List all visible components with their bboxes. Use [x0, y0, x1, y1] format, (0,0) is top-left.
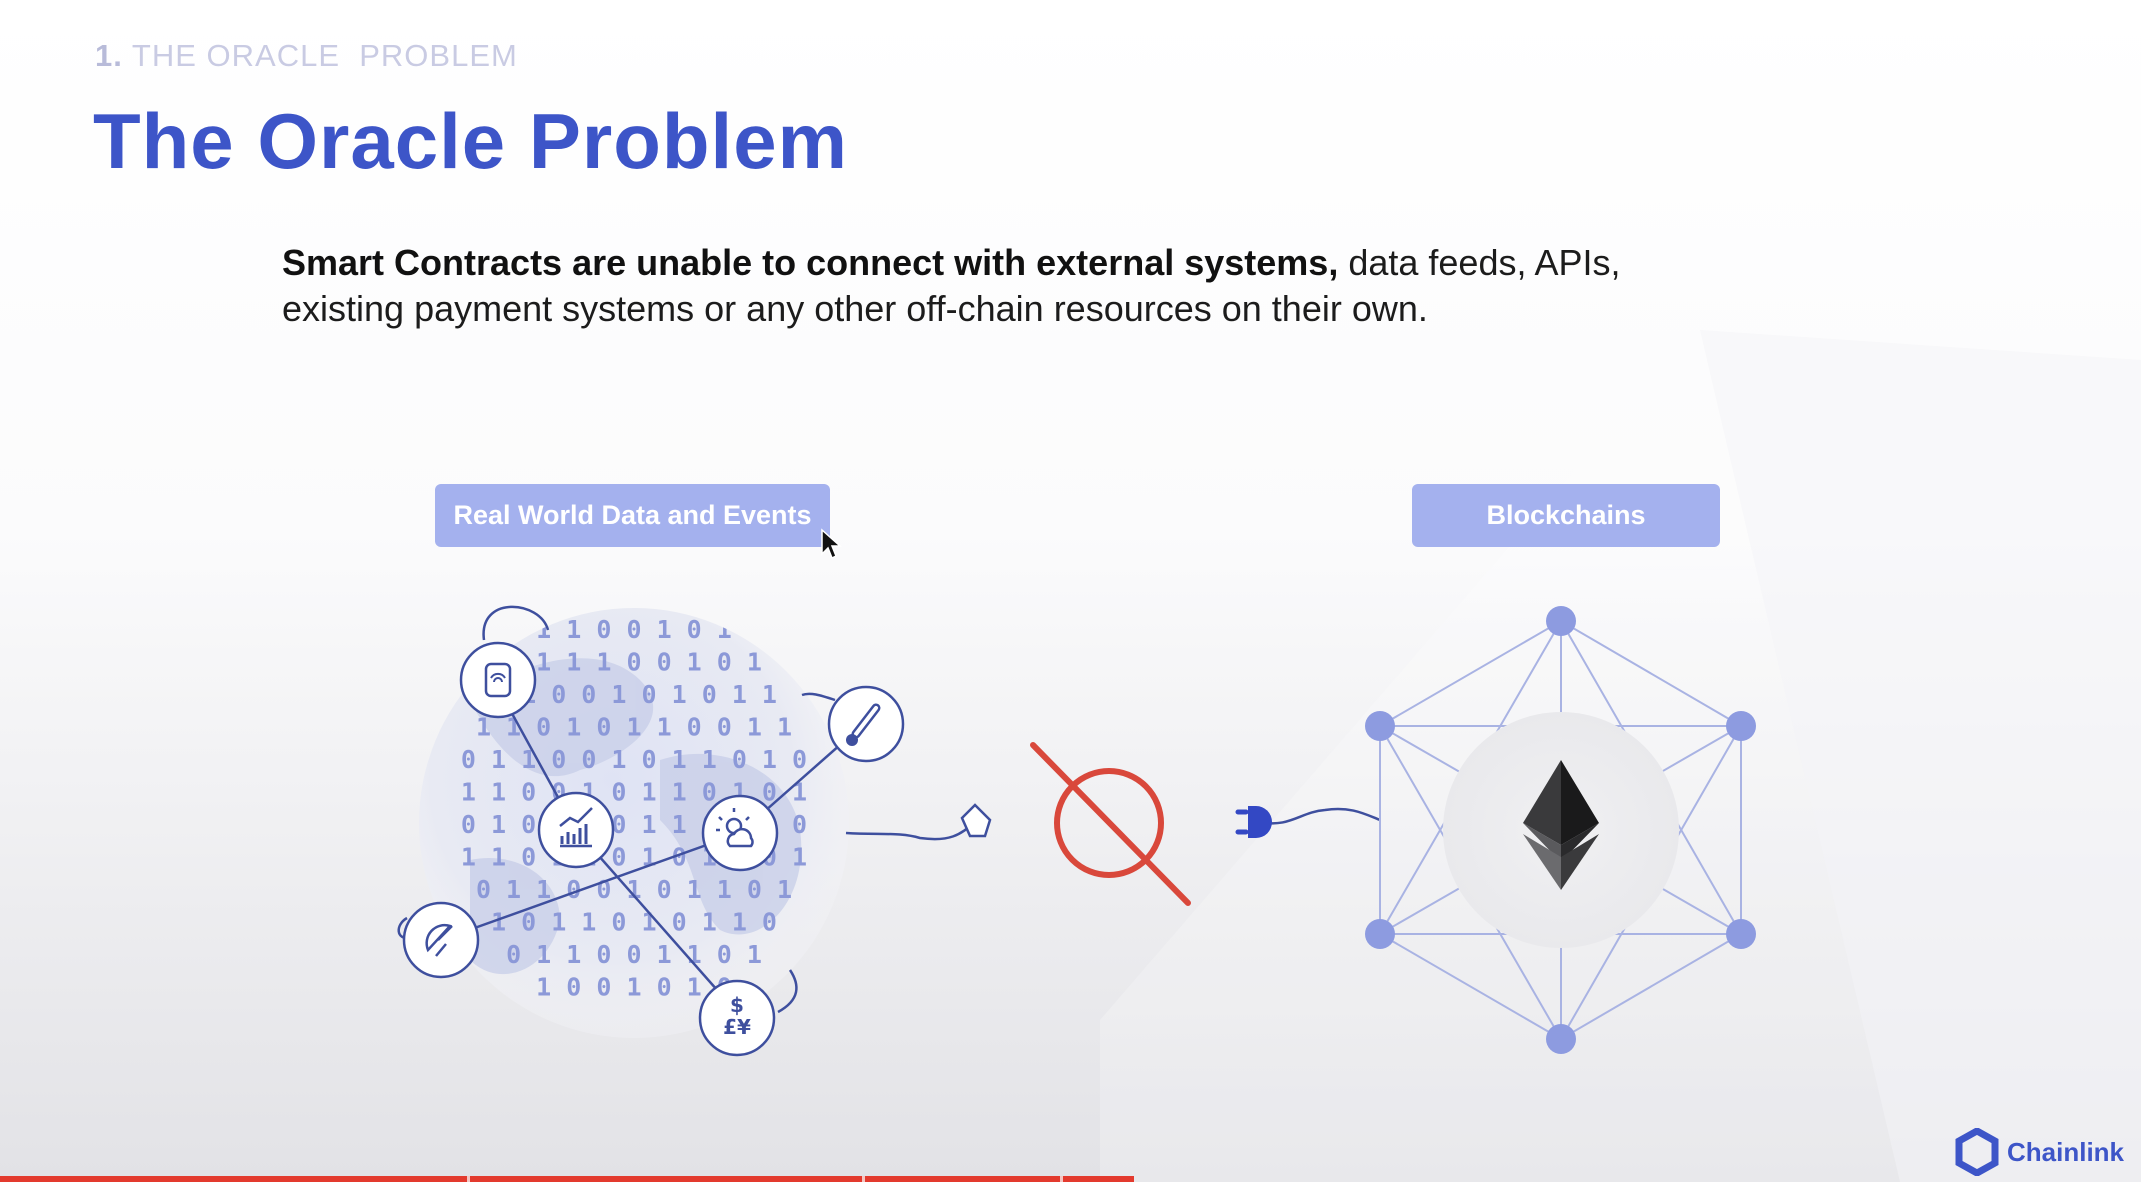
description-line2: existing payment systems or any other of…	[282, 288, 1428, 329]
section-number: 1.	[95, 38, 123, 73]
progress-segment-divider	[862, 1176, 865, 1182]
globe-binary-row: 1 1 0 0 1 0 1	[536, 615, 732, 644]
blockchains-label: Blockchains	[1412, 484, 1720, 547]
cursor-icon	[821, 528, 842, 560]
currency-icon: $ £¥	[698, 979, 776, 1057]
section-label-text: THE ORACLE PROBLEM	[131, 38, 518, 73]
weather-icon	[701, 794, 779, 872]
page-title: The Oracle Problem	[93, 97, 848, 185]
globe-binary-row: 0 1 1 1 0 0 1 0 1	[506, 648, 762, 677]
svg-text:$: $	[730, 993, 744, 1017]
description-line1-rest: data feeds, APIs,	[1338, 242, 1621, 283]
plug-icon	[1235, 806, 1381, 838]
description: Smart Contracts are unable to connect wi…	[282, 240, 1822, 332]
section-label: 1. THE ORACLE PROBLEM	[95, 38, 518, 74]
progress-segment-divider	[1060, 1176, 1063, 1182]
globe-binary-row: 0 1 1 0 0 1 0 1 1 0 1 0	[461, 745, 807, 774]
chainlink-logo: Chainlink	[1955, 1128, 2124, 1176]
progress-segment-divider	[467, 1176, 470, 1182]
svg-text:£¥: £¥	[723, 1015, 751, 1039]
globe-binary-row: 1 1 0 1 0 1 1 0 0 1 1	[476, 713, 792, 742]
brand-name: Chainlink	[2007, 1136, 2125, 1167]
description-bold: Smart Contracts are unable to connect wi…	[282, 242, 1339, 283]
globe-binary-row: 0 1 1 0 0 1 0 1 1 0 1	[476, 875, 792, 904]
thermometer-icon	[827, 685, 905, 763]
globe-binary-row: 1 0 1 1 0 1 0 1 1 0	[491, 908, 777, 937]
unplugged-socket-icon	[960, 803, 992, 838]
chainlink-logo-icon	[1955, 1128, 1999, 1176]
real-world-data-label: Real World Data and Events	[435, 484, 830, 547]
satellite-icon	[402, 901, 480, 979]
globe-binary-row: 1 1 0 0 1 0 1 0 1 1	[491, 680, 777, 709]
ethereum-icon	[1523, 760, 1599, 890]
video-progress-bar[interactable]	[0, 1176, 1134, 1182]
smartwatch-icon	[459, 641, 537, 719]
globe-binary-row: 0 1 1 0 0 1 1 0 1	[506, 940, 762, 969]
blockchain-nodes	[1365, 606, 1756, 1054]
chart-icon	[537, 791, 615, 869]
prohibited-icon	[1030, 742, 1191, 906]
globe-binary-row: 1 0 0 1 0 1 0	[536, 973, 732, 1002]
